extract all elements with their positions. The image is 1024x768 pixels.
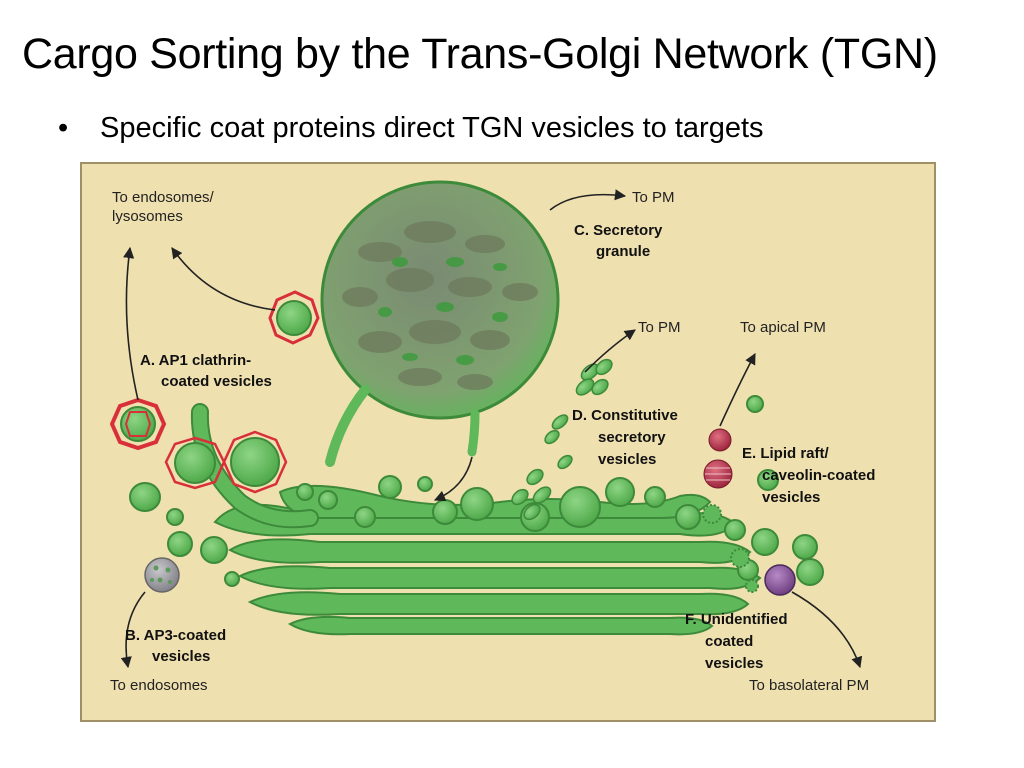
secretory-granule	[320, 180, 560, 467]
tgn-diagram: To endosomes/ lysosomes To PM To PM To a…	[80, 162, 936, 722]
golgi-cisternae	[213, 484, 762, 636]
unidentified-coated-vesicle	[702, 504, 796, 596]
label-f-line2: coated	[705, 633, 753, 650]
target-pm-secretory: To PM	[632, 189, 675, 206]
target-pm-constitutive: To PM	[638, 319, 681, 336]
label-d-line3: vesicles	[598, 451, 656, 468]
label-c-line2: granule	[596, 243, 650, 260]
label-e-line2: caveolin-coated	[762, 467, 875, 484]
bullet-symbol: •	[58, 112, 69, 144]
label-d-line2: secretory	[598, 429, 666, 446]
slide-title: Cargo Sorting by the Trans-Golgi Network…	[22, 30, 938, 78]
lipid-raft-vesicles	[703, 428, 733, 489]
constitutive-secretory-vesicles	[511, 358, 613, 521]
label-c-line1: C. Secretory	[574, 222, 663, 239]
target-endosomes-lysosomes-line2: lysosomes	[112, 208, 183, 225]
label-b-line2: vesicles	[152, 648, 210, 665]
label-e-line3: vesicles	[762, 489, 820, 506]
label-a-line2: coated vesicles	[161, 373, 272, 390]
label-a-line1: A. AP1 clathrin-	[140, 352, 251, 369]
target-apical-pm: To apical PM	[740, 319, 826, 336]
ap3-coated-vesicle	[144, 557, 180, 593]
transport-arrows	[120, 189, 863, 669]
target-basolateral-pm: To basolateral PM	[749, 677, 869, 694]
label-e-line1: E. Lipid raft/	[742, 445, 830, 462]
target-endosomes-lysosomes-line1: To endosomes/	[112, 189, 215, 206]
pathway-labels: A. AP1 clathrin- coated vesicles B. AP3-…	[125, 222, 875, 672]
ap1-clathrin-vesicles	[109, 290, 320, 494]
target-endosomes: To endosomes	[110, 677, 208, 694]
label-f-line1: F. Unidentified	[685, 611, 788, 628]
tgn-diagram-svg: To endosomes/ lysosomes To PM To PM To a…	[80, 162, 936, 722]
label-b-line1: B. AP3-coated	[125, 627, 226, 644]
label-d-line1: D. Constitutive	[572, 407, 678, 424]
label-f-line3: vesicles	[705, 655, 763, 672]
target-labels: To endosomes/ lysosomes To PM To PM To a…	[110, 189, 869, 694]
bullet-text: Specific coat proteins direct TGN vesicl…	[100, 112, 764, 144]
